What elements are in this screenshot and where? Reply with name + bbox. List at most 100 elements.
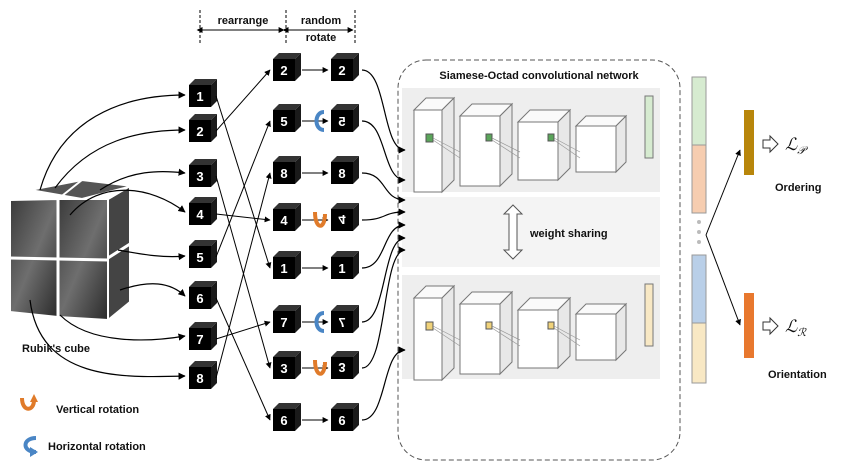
cube-rotated-7: 7 xyxy=(331,305,359,333)
horizontal-rotation-icon xyxy=(314,110,325,132)
conv-layers xyxy=(412,95,654,382)
rotate-label: rotate xyxy=(306,32,337,44)
weight-sharing-label: weight sharing xyxy=(529,228,608,240)
random-label: random xyxy=(301,15,342,27)
conv-layer xyxy=(516,108,572,182)
feature-vector-blue xyxy=(691,254,707,324)
cube-original-4-number: 4 xyxy=(196,207,204,222)
cube-rearranged-5-number: 5 xyxy=(280,114,287,129)
cube-original-6-number: 6 xyxy=(196,291,203,306)
cube-original-4: 4 xyxy=(189,197,217,225)
kernel-patch xyxy=(547,133,555,142)
stage-header: rearrange random rotate xyxy=(196,10,356,44)
rearrange-lines xyxy=(215,69,272,421)
cube-rearranged-7: 7 xyxy=(273,305,301,333)
cube-column-rotated: 2 5 8 4 1 7 3 6 xyxy=(302,53,359,431)
cube-rotated-7-number: 7 xyxy=(338,315,345,330)
arrow-right-icon xyxy=(762,316,779,336)
fc-layer xyxy=(644,283,654,347)
kernel-patch xyxy=(485,321,493,330)
cube-rearranged-4: 4 xyxy=(273,203,301,231)
cube-original-6: 6 xyxy=(189,281,217,309)
ordering-label: Ordering xyxy=(775,182,821,194)
cube-rearranged-7-number: 7 xyxy=(280,315,287,330)
cube-rearranged-4-number: 4 xyxy=(280,213,288,228)
kernel-patch xyxy=(425,321,434,331)
column3-to-network-arrows xyxy=(361,69,406,421)
cube-rearranged-1-number: 1 xyxy=(280,261,287,276)
conv-layer xyxy=(412,96,456,194)
legend: Vertical rotation Horizontal rotation xyxy=(20,394,146,457)
conv-layer xyxy=(574,114,628,174)
rearrange-label: rearrange xyxy=(218,15,269,27)
kernel-patch xyxy=(547,321,555,330)
cube-rearranged-3-number: 3 xyxy=(280,361,287,376)
cube-rotated-2-number: 2 xyxy=(338,63,345,78)
cube-rearranged-2-number: 2 xyxy=(280,63,287,78)
conv-layer xyxy=(458,102,514,188)
cube-rotated-1: 1 xyxy=(331,251,359,279)
cube-rearranged-6: 6 xyxy=(273,403,301,431)
cube-original-2: 2 xyxy=(189,114,217,142)
network-title: Siamese-Octad convolutional network xyxy=(439,70,639,82)
cube-rotated-3: 3 xyxy=(331,351,359,379)
orientation-bar xyxy=(744,293,754,358)
cube-original-5-number: 5 xyxy=(196,250,203,265)
cube-rotated-2: 2 xyxy=(331,53,359,81)
legend-vertical-label: Vertical rotation xyxy=(56,404,139,416)
ordering-bar xyxy=(744,110,754,175)
cube-rotated-5: 5 xyxy=(331,104,359,132)
cube-rotated-1-number: 1 xyxy=(338,261,345,276)
vertical-rotation-icon xyxy=(313,211,327,228)
feature-vectors xyxy=(691,76,741,384)
loss-orientation: ℒℛ xyxy=(785,317,807,339)
loss-ordering: ℒ𝒫 xyxy=(785,135,808,157)
cube-original-8: 8 xyxy=(189,361,217,389)
cube-rearranged-2: 2 xyxy=(273,53,301,81)
cube-rearranged-6-number: 6 xyxy=(280,413,287,428)
cube-column-original: 1 2 3 4 5 6 7 8 xyxy=(189,79,217,389)
cube-original-3-number: 3 xyxy=(196,169,203,184)
cube-original-7-number: 7 xyxy=(196,332,203,347)
conv-layer xyxy=(516,296,572,370)
fc-layer xyxy=(644,95,654,159)
cube-rotated-3-number: 3 xyxy=(338,360,345,375)
rubiks-cube xyxy=(9,178,133,323)
cube-rotated-6: 6 xyxy=(331,403,359,431)
cube-original-2-number: 2 xyxy=(196,124,203,139)
weight-sharing: weight sharing xyxy=(502,204,608,260)
cube-original-7: 7 xyxy=(189,322,217,350)
conv-layer xyxy=(412,284,456,382)
output-heads: ℒ𝒫 ℒℛ Ordering Orientation xyxy=(744,110,827,381)
orientation-label: Orientation xyxy=(768,369,827,381)
cube-original-3: 3 xyxy=(189,159,217,187)
legend-horizontal-label: Horizontal rotation xyxy=(48,441,146,453)
cube-original-5: 5 xyxy=(189,240,217,268)
horizontal-rotation-icon xyxy=(314,311,325,333)
kernel-patch xyxy=(485,133,493,142)
cube-rotated-4: 4 xyxy=(331,203,359,231)
cube-rotated-6-number: 6 xyxy=(338,413,345,428)
rubiks-cube-label: Rubik's cube xyxy=(22,343,90,355)
cube-to-column1-arrows xyxy=(29,91,186,380)
cube-rotated-8-number: 8 xyxy=(338,166,345,181)
cube-rotated-8: 8 xyxy=(331,156,359,184)
cube-original-1: 1 xyxy=(189,79,217,107)
cube-rotated-4-number: 4 xyxy=(338,212,346,227)
cube-rearranged-8: 8 xyxy=(273,156,301,184)
arrow-right-icon xyxy=(762,134,779,154)
cube-column-rearranged: 2 5 8 4 1 7 3 6 xyxy=(273,53,301,431)
cube-original-8-number: 8 xyxy=(196,371,203,386)
cube-original-1-number: 1 xyxy=(196,89,203,104)
kernel-patch xyxy=(425,133,434,143)
cube-rearranged-5: 5 xyxy=(273,104,301,132)
conv-layer xyxy=(574,302,628,362)
cube-rearranged-1: 1 xyxy=(273,251,301,279)
cube-rearranged-3: 3 xyxy=(273,351,301,379)
conv-layer xyxy=(458,290,514,376)
vertical-rotation-icon xyxy=(313,359,327,376)
feature-vector-cream xyxy=(691,322,707,384)
cube-rotated-5-number: 5 xyxy=(338,114,345,129)
cube-rearranged-8-number: 8 xyxy=(280,166,287,181)
